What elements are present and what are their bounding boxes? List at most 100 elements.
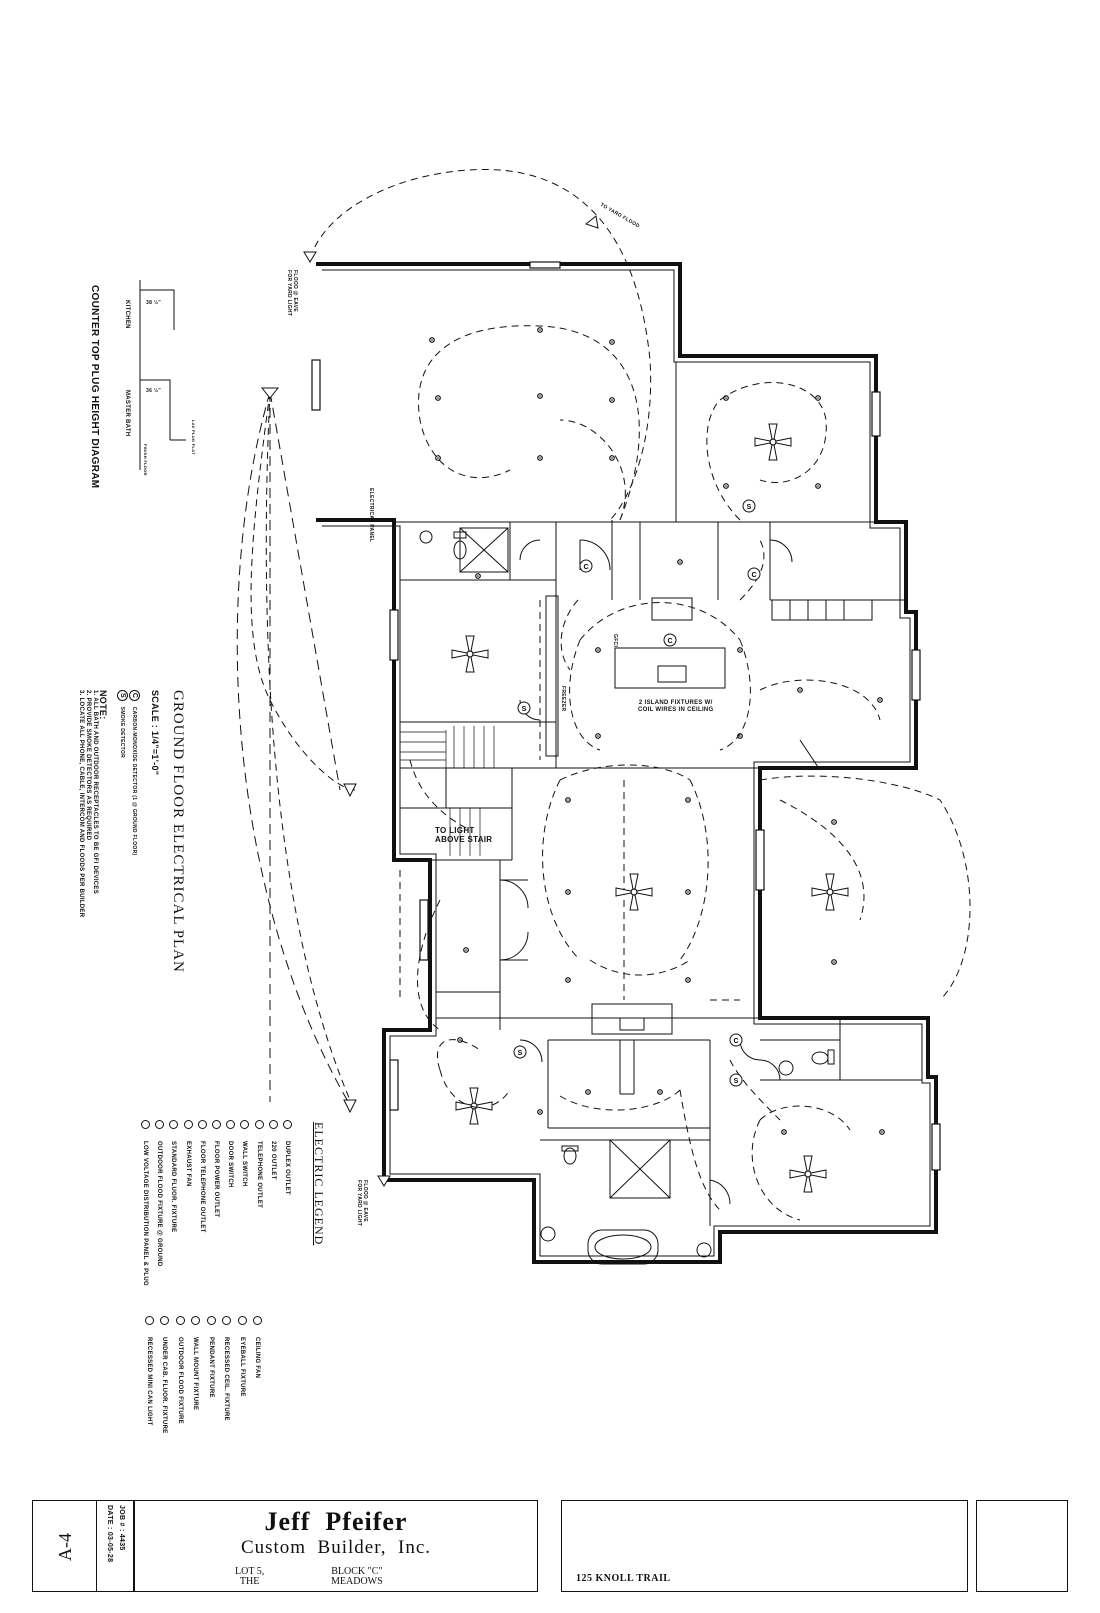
to-light-text: TO LIGHT	[435, 826, 475, 835]
legend-right-item: OUTDOOR FLOOD FIXTURE	[175, 1316, 185, 1424]
legend-left-label: FLOOR POWER OUTLET	[212, 1141, 219, 1218]
legend-left-label: STANDARD FLUOR. FIXTURE	[170, 1141, 177, 1233]
legend-right-item: RECESSED CEIL. FIXTURE	[222, 1316, 231, 1421]
company-box: Jeff Pfeifer Custom Builder, Inc. LOT 5,…	[134, 1500, 538, 1592]
legend-left-item: TELEPHONE OUTLET	[254, 1120, 264, 1209]
plan-title-text: GROUND FLOOR ELECTRICAL PLAN	[170, 690, 186, 973]
legend-title-text: ELECTRIC LEGEND	[312, 1122, 326, 1246]
freezer-text: FREEZER	[560, 686, 566, 712]
svg-text:S: S	[522, 706, 527, 713]
smoke-label-text: SMOKE DETECTOR	[119, 706, 125, 759]
legend-left-item: LOW VOLTAGE DISTRIBUTION PANEL & PLUG	[141, 1120, 150, 1286]
plan-title: GROUND FLOOR ELECTRICAL PLAN	[169, 690, 186, 973]
legend-left-symbol-icon	[183, 1120, 193, 1129]
legend-left-item: FLOOR TELEPHONE OUTLET	[197, 1120, 207, 1233]
svg-text:S: S	[734, 1078, 739, 1085]
svg-text:S: S	[518, 1050, 523, 1057]
note-line-2: 2. PROVIDE SMOKE DETECTORS AS REQUIRED	[85, 690, 91, 841]
job-number: JOB # : 4435	[118, 1505, 125, 1551]
legend-left-item: EXHAUST FAN	[183, 1120, 193, 1187]
interior-walls	[322, 269, 931, 1265]
plug-text: LAV PLUG FLAT	[191, 420, 196, 455]
blank-box	[976, 1500, 1068, 1592]
legend-left-symbol-icon	[240, 1120, 250, 1129]
legend-right-label: WALL MOUNT FIXTURE	[191, 1337, 198, 1411]
island-label: 2 ISLAND FIXTURES W/ COIL WIRES IN CEILI…	[638, 700, 714, 714]
legend-right-symbol-icon	[160, 1316, 169, 1325]
plan-scale: SCALE : 1/4"=1'-0"	[150, 690, 160, 775]
legend-left-label: TELEPHONE OUTLET	[255, 1141, 262, 1209]
block-line-1: BLOCK "C"	[331, 1566, 383, 1577]
counter-diagram-title: COUNTER TOP PLUG HEIGHT DIAGRAM	[89, 285, 100, 488]
above-stair-text: ABOVE STAIR	[435, 835, 493, 844]
co-detector-note: C CARBON-MONOXIDE DETECTOR (1 @ GROUND F…	[129, 690, 140, 856]
height-2-text: 36 ½"	[146, 388, 161, 394]
notes-heading: NOTE:	[98, 690, 108, 720]
legend-right-symbol-icon	[144, 1316, 154, 1325]
kitchen-text: KITCHEN	[124, 300, 130, 329]
gfci-text: GFCI	[612, 634, 618, 648]
island-text-1: 2 ISLAND FIXTURES W/	[638, 700, 713, 706]
legend-left-item: OUTDOOR FLOOD FIXTURE @ GROUND	[155, 1120, 165, 1267]
plan-scale-text: SCALE : 1/4"=1'-0"	[150, 690, 160, 776]
legend-right-label: OUTDOOR FLOOD FIXTURE	[176, 1337, 183, 1424]
legend-left-label: FLOOR TELEPHONE OUTLET	[198, 1141, 205, 1233]
legend-left-item: DOOR SWITCH	[226, 1120, 236, 1188]
legend-right-item: CEILING FAN	[253, 1316, 262, 1378]
address-text: 125 KNOLL TRAIL	[576, 1573, 671, 1584]
legend-left-label: EXHAUST FAN	[184, 1141, 191, 1187]
legend-left-item: 220 OUTLET	[268, 1120, 278, 1180]
company-name: Jeff Pfeifer	[264, 1507, 408, 1536]
legend-right-item: EYEBALL FIXTURE	[237, 1316, 247, 1397]
legend-right-item: RECESSED MINI CAN LIGHT	[144, 1316, 154, 1426]
legend-left-symbol-icon	[155, 1120, 165, 1129]
to-light-label: TO LIGHT ABOVE STAIR	[435, 826, 492, 844]
finish-floor-text: FINISH FLOOR	[143, 444, 148, 476]
flood-eave-text-2: FOR YARD LIGHT	[286, 270, 292, 317]
legend-left-symbol-icon	[283, 1120, 292, 1129]
flood-eave-text-4: FOR YARD LIGHT	[356, 1180, 362, 1227]
legend-title: ELECTRIC LEGEND	[311, 1122, 326, 1245]
legend-right-item: UNDER CAB. FLUOR. FIXTURE	[160, 1316, 169, 1434]
legend-left-symbol-icon	[226, 1120, 236, 1129]
plug-label: LAV PLUG FLAT	[191, 420, 196, 455]
co-symbol: C	[129, 690, 140, 701]
legend-right-item: WALL MOUNT FIXTURE	[191, 1316, 200, 1410]
legend-right-symbol-icon	[253, 1316, 262, 1325]
block-line-2: MEADOWS	[331, 1576, 383, 1587]
height-1-text: 38 ½"	[146, 300, 161, 306]
height-label-1: 38 ½"	[146, 300, 161, 306]
svg-text:C: C	[733, 1038, 738, 1045]
lot-info: LOT 5, THE	[235, 1567, 264, 1587]
gfci-label: GFCI	[612, 634, 618, 647]
smoke-symbol: S	[117, 690, 128, 701]
job-date: DATE : 03-05-28	[106, 1505, 113, 1563]
legend-right-label: RECESSED CEIL. FIXTURE	[222, 1337, 229, 1421]
legend-left-symbol-icon	[254, 1120, 264, 1129]
svg-text:C: C	[751, 572, 756, 579]
svg-text:C: C	[667, 638, 672, 645]
legend-right-symbol-icon	[175, 1316, 185, 1325]
legend-right-symbol-icon	[222, 1316, 231, 1325]
legend-left-symbol-icon	[268, 1120, 278, 1129]
outdoor-flood-fixtures	[260, 215, 599, 1187]
height-label-2: 36 ½"	[146, 388, 161, 394]
legend-right-symbol-icon	[237, 1316, 247, 1325]
panel-label: ELECTRICAL PANEL	[368, 488, 374, 542]
counter-title-text: COUNTER TOP PLUG HEIGHT DIAGRAM	[89, 285, 100, 489]
note-line-1: 1. ALL BATH AND OUTDOOR RECEPTACLES TO B…	[92, 690, 98, 895]
svg-text:C: C	[583, 564, 588, 571]
island-text-2: COIL WIRES IN CEILING	[638, 707, 714, 713]
flood-eave-text-1: FLOOD @ EAVE	[292, 270, 298, 312]
switch-symbols	[513, 499, 761, 1087]
job-date-box: JOB # : 4435 DATE : 03-05-28	[96, 1500, 134, 1592]
legend-right-label: PENDANT FIXTURE	[207, 1337, 214, 1398]
smoke-detector-note: S SMOKE DETECTOR	[117, 690, 128, 758]
recessed-cans	[429, 327, 885, 1135]
svg-text:S: S	[747, 504, 752, 511]
flood-eave-text-3: FLOOD @ EAVE	[362, 1180, 368, 1222]
legend-left-label: DOOR SWITCH	[227, 1141, 234, 1188]
legend-left-item: FLOOR POWER OUTLET	[212, 1120, 221, 1217]
legend-right-label: RECESSED MINI CAN LIGHT	[145, 1337, 152, 1426]
